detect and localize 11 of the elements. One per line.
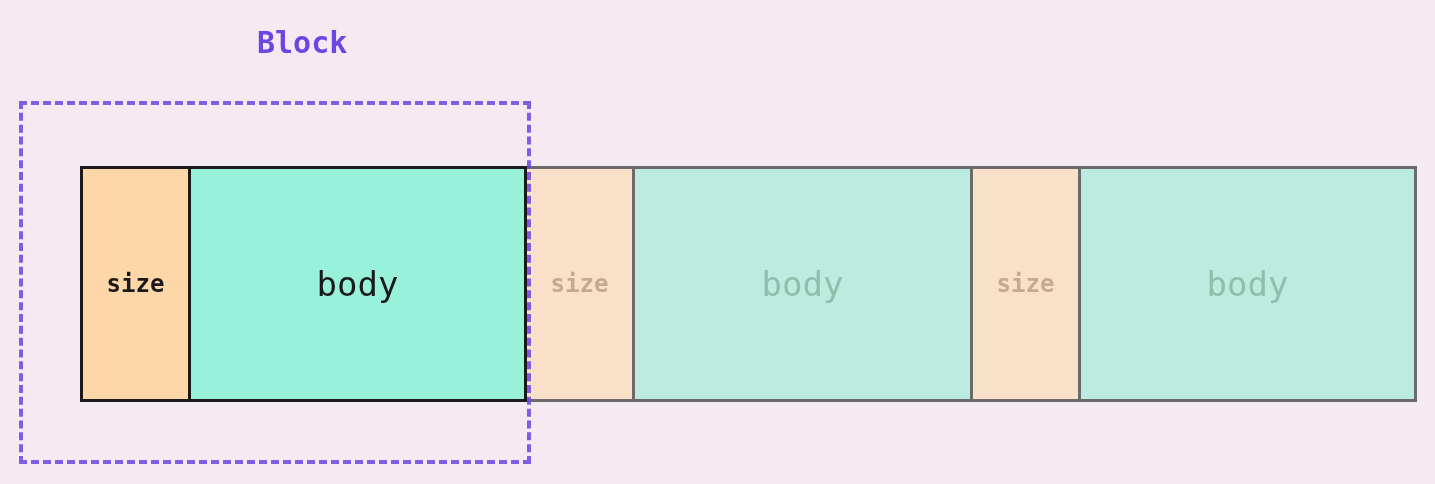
size-label: size [996, 270, 1055, 298]
body-cell [188, 166, 527, 402]
size-label: size [550, 270, 609, 298]
body-label: body [316, 264, 399, 304]
size-cell [80, 166, 191, 402]
body-cell [1078, 166, 1417, 402]
body-cell [632, 166, 973, 402]
size-cell [970, 166, 1081, 402]
size-cell [524, 166, 635, 402]
size-label: size [106, 270, 165, 298]
block-heading: Block [257, 25, 348, 61]
